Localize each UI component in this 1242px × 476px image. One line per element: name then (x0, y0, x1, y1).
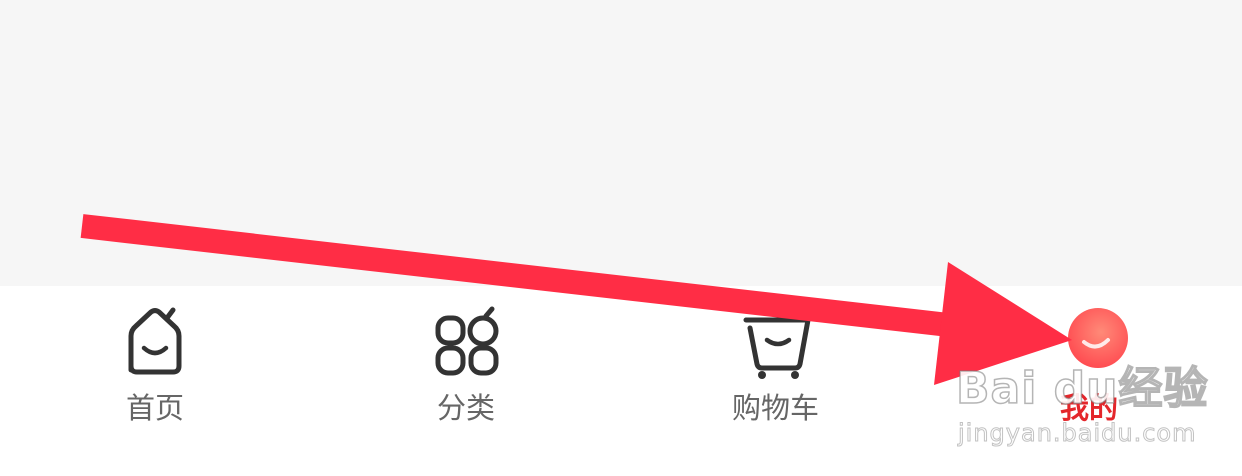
tab-cart[interactable]: 购物车 (712, 286, 842, 476)
profile-icon (1068, 308, 1128, 368)
page-content-area (0, 0, 1242, 286)
tab-home-label: 首页 (126, 391, 185, 425)
category-icon (435, 306, 499, 376)
home-icon (128, 307, 182, 375)
bottom-tab-bar: 首页 分类 购物车 (0, 286, 1242, 476)
tab-profile[interactable]: 我的 (1030, 286, 1160, 476)
tab-profile-label: 我的 (1060, 391, 1119, 425)
tab-category[interactable]: 分类 (402, 286, 532, 476)
tab-category-label: 分类 (437, 391, 496, 425)
cart-icon (743, 317, 811, 379)
tab-cart-label: 购物车 (732, 391, 820, 425)
tab-home[interactable]: 首页 (90, 286, 220, 476)
